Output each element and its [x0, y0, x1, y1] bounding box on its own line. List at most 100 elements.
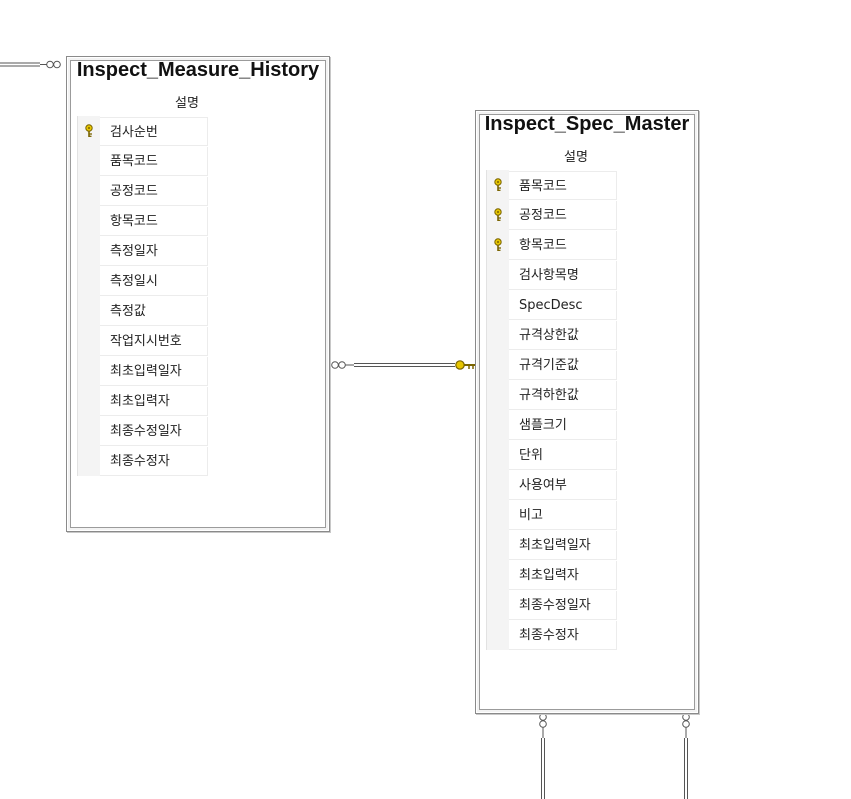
relationship-history-to-spec	[331, 361, 455, 369]
column-row[interactable]: 작업지시번호	[78, 326, 208, 356]
column-row[interactable]: 최종수정자	[487, 620, 617, 650]
column-name: SpecDesc	[509, 290, 617, 320]
column-row[interactable]: 최초입력일자	[487, 530, 617, 560]
column-name: 최초입력일자	[100, 356, 208, 386]
column-name: 검사순번	[100, 116, 208, 146]
row-selector	[487, 380, 509, 410]
row-selector	[487, 560, 509, 590]
column-name: 최종수정일자	[100, 416, 208, 446]
row-selector	[78, 356, 100, 386]
relationship-offscreen-bottom-left	[539, 713, 547, 799]
column-name: 측정값	[100, 296, 208, 326]
column-name: 규격하한값	[509, 380, 617, 410]
row-selector	[78, 446, 100, 476]
column-row[interactable]: 항목코드	[487, 230, 617, 260]
column-row[interactable]: 최종수정일자	[78, 416, 208, 446]
column-row[interactable]: 측정값	[78, 296, 208, 326]
column-row[interactable]: 검사항목명	[487, 260, 617, 290]
table-body-frame	[479, 114, 695, 710]
row-selector	[487, 590, 509, 620]
column-name: 최종수정자	[100, 446, 208, 476]
primary-key-icon	[487, 200, 509, 230]
column-name: 규격기준값	[509, 350, 617, 380]
primary-key-icon	[78, 116, 100, 146]
row-selector	[487, 260, 509, 290]
primary-key-icon	[487, 230, 509, 260]
column-row[interactable]: 최초입력일자	[78, 356, 208, 386]
column-row[interactable]: 규격상한값	[487, 320, 617, 350]
column-row[interactable]: 공정코드	[78, 176, 208, 206]
column-row[interactable]: 단위	[487, 440, 617, 470]
row-selector	[487, 350, 509, 380]
column-row[interactable]: 최종수정일자	[487, 590, 617, 620]
relationship-offscreen-left	[0, 60, 61, 69]
column-row[interactable]: 공정코드	[487, 200, 617, 230]
column-row[interactable]: SpecDesc	[487, 290, 617, 320]
column-name: 단위	[509, 440, 617, 470]
column-row[interactable]: 측정일시	[78, 266, 208, 296]
row-selector	[487, 500, 509, 530]
column-name: 최종수정자	[509, 620, 617, 650]
row-selector	[487, 470, 509, 500]
row-selector	[78, 416, 100, 446]
column-row[interactable]: 규격기준값	[487, 350, 617, 380]
row-selector	[487, 290, 509, 320]
column-name: 규격상한값	[509, 320, 617, 350]
column-name: 최초입력일자	[509, 530, 617, 560]
row-selector	[78, 206, 100, 236]
table-title[interactable]: Inspect_Measure_History	[76, 59, 320, 81]
column-name: 측정일자	[100, 236, 208, 266]
column-row[interactable]: 최초입력자	[487, 560, 617, 590]
row-selector	[78, 386, 100, 416]
primary-key-icon	[487, 170, 509, 200]
column-row[interactable]: 샘플크기	[487, 410, 617, 440]
column-row[interactable]: 비고	[487, 500, 617, 530]
column-name: 작업지시번호	[100, 326, 208, 356]
column-row[interactable]: 규격하한값	[487, 380, 617, 410]
row-selector	[487, 320, 509, 350]
row-selector	[487, 440, 509, 470]
column-row[interactable]: 최초입력자	[78, 386, 208, 416]
row-selector	[78, 146, 100, 176]
column-name: 품목코드	[509, 170, 617, 200]
column-row[interactable]: 최종수정자	[78, 446, 208, 476]
row-selector	[487, 620, 509, 650]
column-name: 항목코드	[509, 230, 617, 260]
row-selector	[78, 326, 100, 356]
column-name: 검사항목명	[509, 260, 617, 290]
row-selector	[78, 236, 100, 266]
column-name: 최초입력자	[100, 386, 208, 416]
row-selector	[487, 410, 509, 440]
table-column-header: 설명	[175, 96, 199, 111]
row-selector	[487, 530, 509, 560]
row-selector	[78, 176, 100, 206]
table-title[interactable]: Inspect_Spec_Master	[484, 113, 690, 135]
column-row[interactable]: 항목코드	[78, 206, 208, 236]
column-name: 품목코드	[100, 146, 208, 176]
column-row[interactable]: 품목코드	[78, 146, 208, 176]
column-name: 항목코드	[100, 206, 208, 236]
column-name: 공정코드	[509, 200, 617, 230]
column-name: 사용여부	[509, 470, 617, 500]
key-connector-icon	[455, 360, 476, 370]
column-name: 최종수정일자	[509, 590, 617, 620]
row-selector	[78, 266, 100, 296]
table-body-frame	[70, 60, 326, 528]
column-name: 비고	[509, 500, 617, 530]
column-row[interactable]: 사용여부	[487, 470, 617, 500]
column-name: 최초입력자	[509, 560, 617, 590]
column-name: 샘플크기	[509, 410, 617, 440]
column-row[interactable]: 측정일자	[78, 236, 208, 266]
column-name: 측정일시	[100, 266, 208, 296]
table-column-header: 설명	[564, 150, 588, 165]
column-row[interactable]: 검사순번	[78, 116, 208, 146]
column-name: 공정코드	[100, 176, 208, 206]
relationship-offscreen-bottom-right	[682, 713, 690, 799]
column-row[interactable]: 품목코드	[487, 170, 617, 200]
row-selector	[78, 296, 100, 326]
